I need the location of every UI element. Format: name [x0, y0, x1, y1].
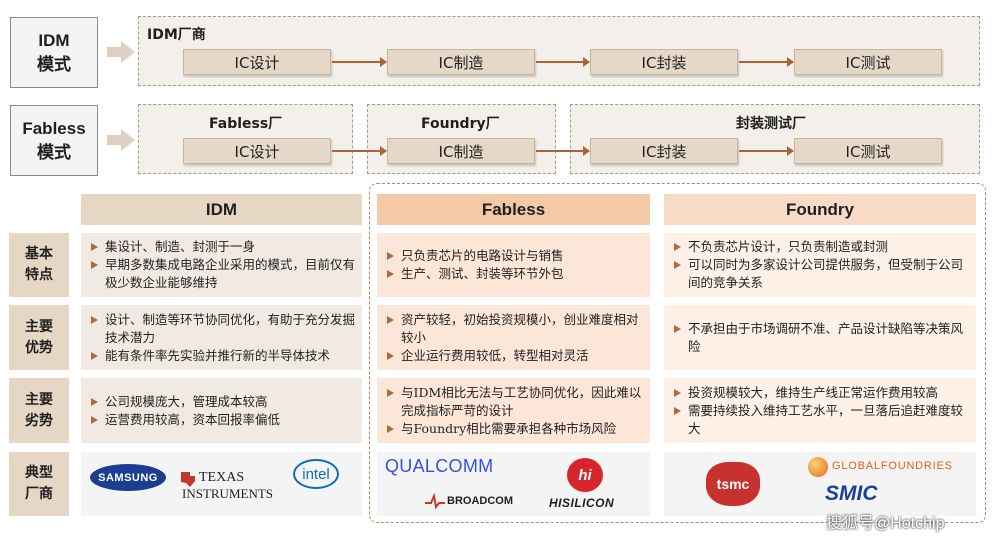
list-item: 只负责芯片的电路设计与销售 — [385, 247, 644, 265]
list-item: 与IDM相比无法与工艺协同优化，因此难以完成指标严苛的设计 — [385, 384, 644, 420]
fabless-foundry-highlight-frame — [369, 183, 986, 523]
cell-idm-features: 集设计、制造、封测于一身 早期多数集成电路企业采用的模式，目前仅有极少数企业能够… — [81, 233, 362, 297]
globalfoundries-sphere-icon — [808, 457, 828, 477]
cell-fabless-features: 只负责芯片的电路设计与销售 生产、测试、封装等环节外包 — [377, 233, 650, 297]
list-item: 运营费用较高，资本回报率偏低 — [89, 411, 356, 429]
row-label-features-line1: 基本 — [25, 246, 53, 262]
list-item: 资产较轻，初始投资规模小，创业难度相对较小 — [385, 311, 644, 347]
list-item: 设计、制造等环节协同优化，有助于充分发掘技术潜力 — [89, 311, 356, 347]
column-header-fabless: Fabless — [377, 194, 650, 225]
texas-instruments-logo-line1: TEXAS — [199, 470, 245, 485]
list-item: 投资规模较大，维持生产线正常运作费用较高 — [672, 384, 970, 402]
row-label-vendors-line1: 典型 — [25, 465, 53, 481]
row-label-vendors-line2: 厂商 — [25, 486, 53, 502]
list-item: 生产、测试、封装等环节外包 — [385, 265, 644, 283]
watermark: 搜狐号@Hotchip — [826, 515, 945, 532]
cell-fabless-disadvantages: 与IDM相比无法与工艺协同优化，因此难以完成指标严苛的设计 与Foundry相比… — [377, 378, 650, 443]
fabless-link-3-arrow — [739, 146, 794, 156]
idm-connector-arrow-icon — [121, 41, 135, 63]
row-label-disadvantages: 主要 劣势 — [9, 378, 69, 443]
cell-foundry-advantages: 不承担由于市场调研不准、产品设计缺陷等决策风险 — [664, 305, 976, 370]
fabless-link-1-arrow — [332, 146, 387, 156]
row-label-features: 基本 特点 — [9, 233, 69, 297]
row-label-typical-vendors: 典型 厂商 — [9, 452, 69, 516]
list-item: 集设计、制造、封测于一身 — [89, 238, 356, 256]
idm-connector-stem — [107, 47, 121, 57]
smic-logo: SMIC — [825, 482, 878, 505]
fabless-mode-label: Fabless 模式 — [10, 105, 98, 176]
intel-logo: intel — [293, 459, 339, 489]
list-item: 需要持续投入维持工艺水平，一旦落后追赶难度较大 — [672, 402, 970, 438]
column-header-idm: IDM — [81, 194, 362, 225]
row-label-advantages-line2: 优势 — [25, 339, 53, 356]
row-label-advantages: 主要 优势 — [9, 305, 69, 370]
idm-step-design: IC设计 — [183, 49, 331, 75]
list-item: 不承担由于市场调研不准、产品设计缺陷等决策风险 — [672, 320, 970, 356]
row-label-features-line2: 特点 — [25, 267, 53, 283]
qualcomm-logo: QUALCOMM — [385, 456, 494, 476]
cell-foundry-disadvantages: 投资规模较大，维持生产线正常运作费用较高 需要持续投入维持工艺水平，一旦落后追赶… — [664, 378, 976, 443]
fabless-mode-line2: 模式 — [37, 142, 71, 162]
fabless-step-manufacture: IC制造 — [387, 138, 535, 164]
idm-link-3-arrow — [739, 57, 794, 67]
cell-idm-disadvantages: 公司规模庞大，管理成本较高 运营费用较高，资本回报率偏低 — [81, 378, 362, 443]
texas-instruments-state-icon — [181, 472, 195, 487]
idm-mode-label: IDM 模式 — [10, 17, 98, 88]
intel-logo-text: intel — [302, 465, 330, 483]
list-item: 能有条件率先实验并推行新的半导体技术 — [89, 347, 356, 365]
idm-step-manufacture: IC制造 — [387, 49, 535, 75]
idm-link-1-arrow — [332, 57, 387, 67]
row-label-disadvantages-line1: 主要 — [25, 391, 53, 408]
list-item: 公司规模庞大，管理成本较高 — [89, 393, 356, 411]
cell-foundry-features: 不负责芯片设计，只负责制造或封测 可以同时为多家设计公司提供服务，但受制于公司间… — [664, 233, 976, 297]
samsung-logo: SAMSUNG — [90, 464, 166, 491]
fabless-mode-line1: Fabless — [22, 118, 86, 138]
fabless-step-design: IC设计 — [183, 138, 331, 164]
texas-instruments-logo-line2: INSTRUMENTS — [182, 486, 274, 501]
fabless-group-title: Fabless厂 — [209, 116, 283, 132]
idm-mode-line2: 模式 — [37, 54, 71, 74]
list-item: 可以同时为多家设计公司提供服务，但受制于公司间的竞争关系 — [672, 256, 970, 292]
row-label-advantages-line1: 主要 — [25, 318, 53, 335]
hisilicon-logo: HISILICON — [549, 496, 615, 510]
fabless-step-packaging: IC封装 — [590, 138, 738, 164]
fabless-connector-arrow-icon — [121, 129, 135, 151]
cell-fabless-advantages: 资产较轻，初始投资规模小，创业难度相对较小 企业运行费用较低，转型相对灵活 — [377, 305, 650, 370]
column-header-foundry: Foundry — [664, 194, 976, 225]
list-item: 不负责芯片设计，只负责制造或封测 — [672, 238, 970, 256]
list-item: 企业运行费用较低，转型相对灵活 — [385, 347, 644, 365]
idm-step-testing: IC测试 — [794, 49, 942, 75]
samsung-logo-text: SAMSUNG — [98, 471, 158, 484]
list-item: 与Foundry相比需要承担各种市场风险 — [385, 420, 644, 438]
fabless-connector-stem — [107, 135, 121, 145]
hisilicon-flower-icon: hi — [567, 458, 603, 492]
cell-idm-advantages: 设计、制造等环节协同优化，有助于充分发掘技术潜力 能有条件率先实验并推行新的半导… — [81, 305, 362, 370]
list-item: 早期多数集成电路企业采用的模式，目前仅有极少数企业能够维持 — [89, 256, 356, 292]
broadcom-logo: BROADCOM — [447, 495, 513, 507]
cell-fabless-vendors — [377, 452, 650, 516]
fabless-link-2-arrow — [536, 146, 590, 156]
packaging-test-group-title: 封装测试厂 — [736, 116, 806, 132]
tsmc-logo: tsmc — [706, 462, 760, 506]
idm-mode-line1: IDM — [38, 30, 70, 50]
row-label-disadvantages-line2: 劣势 — [25, 412, 53, 429]
idm-flow-title: IDM厂商 — [147, 27, 206, 43]
tsmc-logo-text: tsmc — [716, 476, 750, 492]
broadcom-wave-icon — [425, 493, 445, 509]
idm-link-2-arrow — [536, 57, 590, 67]
foundry-group-title: Foundry厂 — [421, 116, 500, 132]
idm-step-packaging: IC封装 — [590, 49, 738, 75]
fabless-step-testing: IC测试 — [794, 138, 942, 164]
globalfoundries-logo: GLOBALFOUNDRIES — [832, 460, 953, 472]
